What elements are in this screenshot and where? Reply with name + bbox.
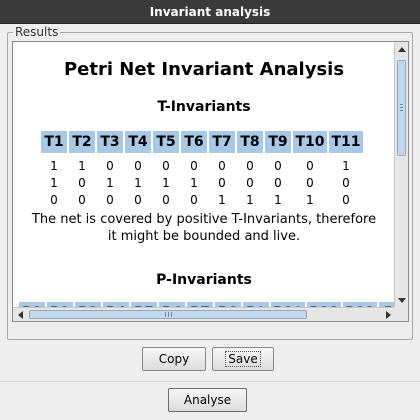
t-value-cell: 1	[274, 193, 282, 207]
t-header-cell: T2	[69, 131, 95, 153]
scroll-right-button[interactable]	[381, 308, 395, 321]
p-invariants-title: P-Invariants	[156, 272, 252, 288]
p-header-cell: P4	[103, 302, 129, 308]
t-header-cell: T5	[153, 131, 179, 153]
results-legend: Results	[13, 25, 61, 39]
t-value-cell: 0	[274, 159, 282, 173]
arrow-up-icon	[398, 47, 406, 52]
t-value-cell: 0	[106, 159, 114, 173]
p-header-cell: P11	[307, 302, 341, 308]
arrow-right-icon	[386, 311, 391, 319]
scroll-down-button[interactable]	[395, 294, 408, 308]
coverage-note: The net is covered by positive T-Invaria…	[13, 211, 395, 245]
grip-line	[400, 104, 403, 105]
analysis-heading: Petri Net Invariant Analysis	[63, 59, 345, 80]
horizontal-scroll-thumb[interactable]	[29, 310, 307, 319]
p-header-cell: P12	[343, 302, 377, 308]
scroll-up-button[interactable]	[395, 42, 408, 56]
p-header-cell: P9	[243, 302, 269, 308]
arrow-down-icon	[398, 298, 406, 303]
t-value-cell: 1	[134, 176, 142, 190]
t-value-cell: 0	[78, 176, 86, 190]
p-header-cell: P1	[19, 302, 45, 308]
save-button-label: Save	[225, 351, 261, 367]
t-value-cell: 1	[342, 159, 350, 173]
separator	[0, 381, 420, 382]
t-value-cell: 0	[246, 176, 254, 190]
t-header-cell: T6	[181, 131, 207, 153]
t-invariant-row: 1 0 1 1 1 1 0 0 0 0 0	[41, 175, 365, 191]
t-value-cell: 0	[342, 176, 350, 190]
t-invariant-row: 1 1 0 0 0 0 0 0 0 0 1	[41, 158, 365, 174]
t-value-cell: 1	[106, 176, 114, 190]
t-invariant-row: 0 0 0 0 0 0 1 1 1 1 0	[41, 192, 365, 208]
arrow-left-icon	[18, 311, 23, 319]
coverage-note-line2: it might be bounded and live.	[107, 229, 301, 244]
p-header-cell: P10	[271, 302, 305, 308]
t-header-cell: T8	[237, 131, 263, 153]
p-header-cell: P8	[215, 302, 241, 308]
p-header-cell: P6	[159, 302, 185, 308]
grip-line	[171, 312, 172, 317]
t-value-cell: 0	[190, 159, 198, 173]
p-header-cell: P3	[75, 302, 101, 308]
window-title: Invariant analysis	[0, 0, 420, 24]
p-header-cell: P	[379, 302, 395, 308]
scroll-corner	[394, 307, 408, 321]
t-value-cell: 1	[190, 176, 198, 190]
t-value-cell: 0	[218, 159, 226, 173]
vertical-scroll-thumb[interactable]	[397, 60, 406, 156]
t-value-cell: 0	[134, 159, 142, 173]
t-header-cell: T10	[293, 131, 327, 153]
t-value-cell: 0	[190, 193, 198, 207]
t-value-cell: 0	[274, 176, 282, 190]
t-header-cell: T3	[97, 131, 123, 153]
t-invariants-title: T-Invariants	[157, 99, 251, 115]
save-button[interactable]: Save	[212, 347, 274, 371]
results-group	[7, 32, 413, 340]
t-header-cell: T11	[329, 131, 363, 153]
t-value-cell: 0	[218, 176, 226, 190]
analyse-button[interactable]: Analyse	[168, 388, 247, 412]
t-value-cell: 0	[162, 193, 170, 207]
t-value-cell: 1	[50, 176, 58, 190]
t-value-cell: 0	[162, 159, 170, 173]
t-value-cell: 0	[246, 159, 254, 173]
horizontal-scrollbar[interactable]	[13, 307, 395, 321]
t-value-cell: 0	[306, 159, 314, 173]
t-value-cell: 1	[78, 159, 86, 173]
t-value-cell: 0	[78, 193, 86, 207]
t-value-cell: 1	[218, 193, 226, 207]
t-header-cell: T7	[209, 131, 235, 153]
p-header-cell: P5	[131, 302, 157, 308]
p-header-cell: P7	[187, 302, 213, 308]
t-value-cell: 1	[162, 176, 170, 190]
grip-line	[168, 312, 169, 317]
grip-line	[400, 110, 403, 111]
t-header-cell: T9	[265, 131, 291, 153]
t-value-cell: 1	[306, 193, 314, 207]
t-value-cell: 0	[106, 193, 114, 207]
t-value-cell: 1	[246, 193, 254, 207]
t-value-cell: 0	[50, 193, 58, 207]
t-value-cell: 1	[50, 159, 58, 173]
t-value-cell: 0	[134, 193, 142, 207]
coverage-note-line1: The net is covered by positive T-Invaria…	[31, 212, 377, 227]
results-content: Petri Net Invariant Analysis T-Invariant…	[13, 42, 395, 308]
grip-line	[400, 107, 403, 108]
t-header-cell: T1	[41, 131, 67, 153]
results-scroll-pane[interactable]: Petri Net Invariant Analysis T-Invariant…	[12, 41, 409, 322]
t-value-cell: 0	[342, 193, 350, 207]
copy-button[interactable]: Copy	[142, 347, 206, 371]
grip-line	[165, 312, 166, 317]
p-invariants-header-row: P1P2P3P4P5P6P7P8P9P10P11P12P	[19, 302, 395, 308]
t-value-cell: 0	[306, 176, 314, 190]
t-header-cell: T4	[125, 131, 151, 153]
scroll-left-button[interactable]	[13, 308, 27, 321]
p-header-cell: P2	[47, 302, 73, 308]
vertical-scrollbar[interactable]	[394, 42, 408, 308]
